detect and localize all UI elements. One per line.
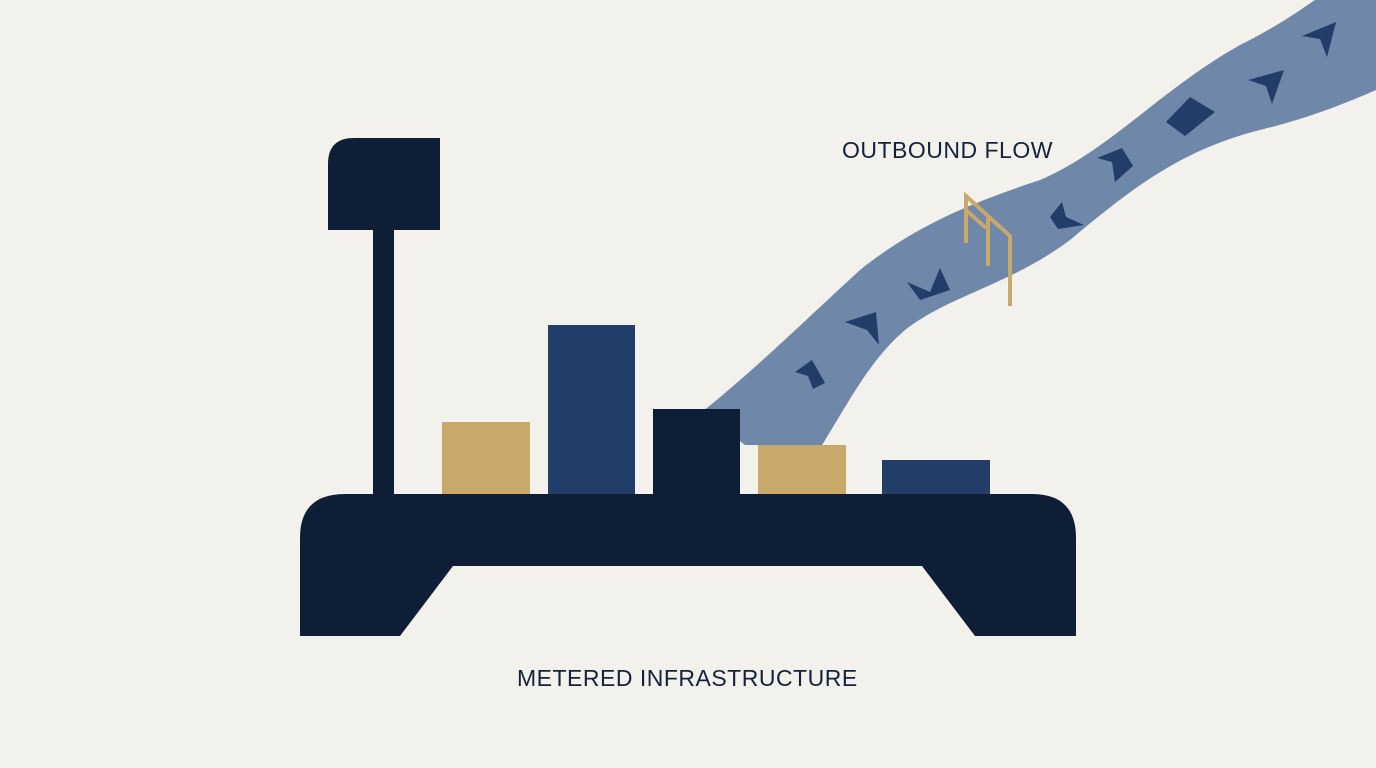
chevron-arrow-icon <box>845 312 879 345</box>
block-dark <box>653 409 740 498</box>
stream-markers <box>795 22 1336 389</box>
outbound-stream <box>702 0 1376 445</box>
outbound-flow-label: OUTBOUND FLOW <box>842 137 1053 163</box>
chevron-arrow-icon <box>1302 22 1336 57</box>
gate-icon <box>964 191 1012 306</box>
chevron-arrow-icon <box>1166 97 1215 136</box>
block-low <box>882 460 990 498</box>
block-gold-1 <box>442 422 530 498</box>
meter-post <box>373 228 394 498</box>
chevron-arrow-icon <box>1097 148 1133 182</box>
chevron-arrow-icon <box>1050 202 1084 229</box>
meter-head <box>328 138 440 230</box>
block-gold-2 <box>758 445 846 498</box>
chevron-arrow-icon <box>795 360 825 389</box>
metered-blocks <box>442 325 990 498</box>
block-tall <box>548 325 635 498</box>
meter-icon <box>328 138 440 498</box>
infrastructure-platform <box>300 494 1076 636</box>
chevron-arrow-icon <box>1248 70 1284 104</box>
metered-infrastructure-label: METERED INFRASTRUCTURE <box>517 665 858 691</box>
chevron-arrow-icon <box>907 268 950 300</box>
